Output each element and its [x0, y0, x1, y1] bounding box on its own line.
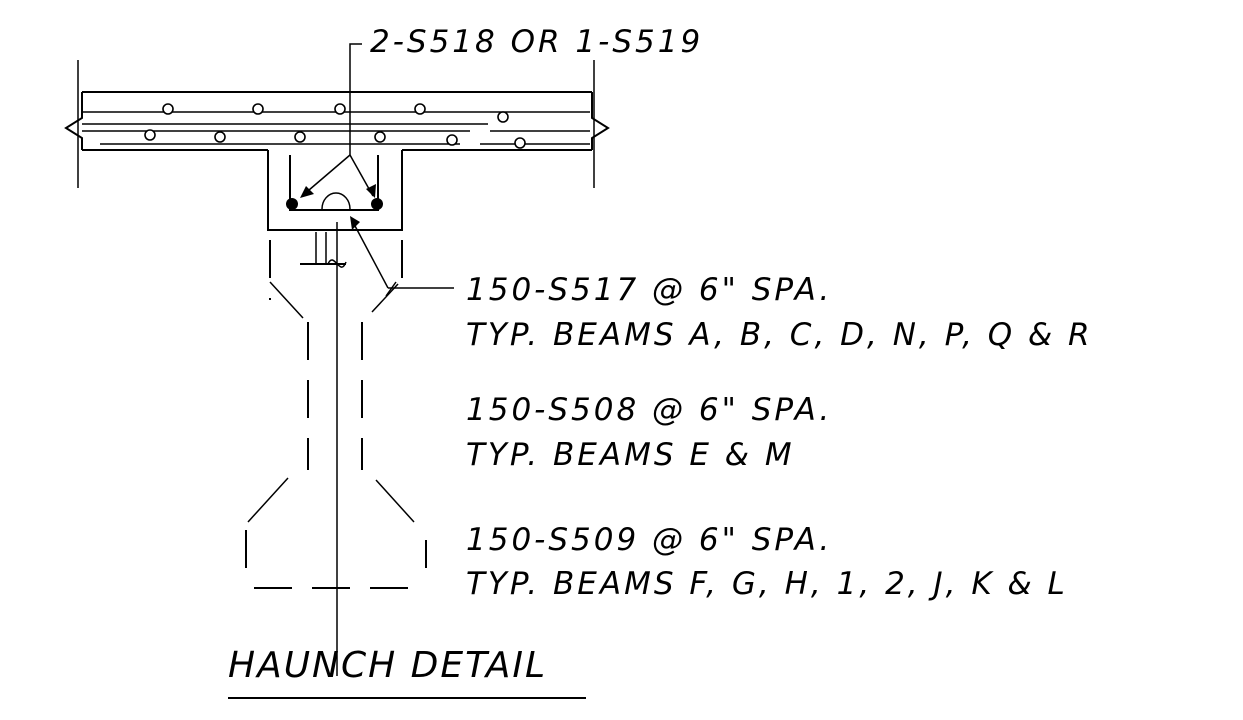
- stirrup-note-2-line-1: 150-S508 @ 6" SPA.: [466, 392, 832, 428]
- top-bars-leader: [300, 43, 376, 198]
- stirrup-note-3-line-1: 150-S509 @ 6" SPA.: [466, 522, 832, 558]
- girder-hidden-outline: [245, 222, 427, 676]
- girder-top-flange: [300, 232, 347, 268]
- slab-reinforcement-lines: [82, 111, 590, 145]
- stirrup-note-1-line-2: TYP. BEAMS A, B, C, D, N, P, Q & R: [466, 317, 1093, 353]
- stirrup-leader: [350, 216, 454, 297]
- deck-slab: [64, 60, 610, 188]
- stirrup-note-2-line-2: TYP. BEAMS E & M: [466, 437, 795, 473]
- stirrup-note-1-line-1: 150-S517 @ 6" SPA.: [466, 272, 832, 308]
- top-bars-label: 2-S518 OR 1-S519: [370, 24, 703, 60]
- detail-title: HAUNCH DETAIL: [228, 645, 547, 686]
- haunch-outline: [267, 150, 403, 231]
- slab-rebar-sections: [144, 103, 526, 149]
- haunch-stirrup: [286, 155, 383, 211]
- stirrup-note-3-line-2: TYP. BEAMS F, G, H, 1, 2, J, K & L: [466, 566, 1068, 602]
